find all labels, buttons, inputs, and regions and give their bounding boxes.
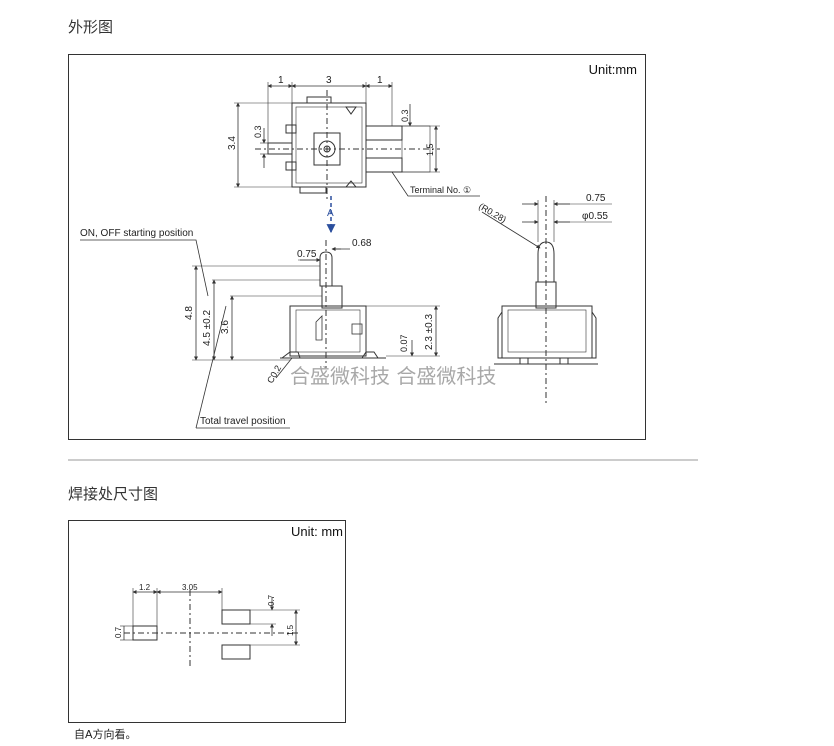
- dim-0-3-right: 0.3: [400, 109, 410, 122]
- dim-3-05: 3.05: [182, 583, 198, 592]
- solder-pad-drawing: [120, 588, 300, 668]
- dim-c0-2: C0.2: [265, 364, 283, 385]
- outline-heading: 外形图: [68, 18, 114, 36]
- view-a-arrow: A: [326, 196, 336, 234]
- dim-0-3-left: 0.3: [253, 125, 263, 138]
- outline-drawing-panel: Unit:mm: [68, 54, 646, 440]
- dim-4-5: 4.5 ±0.2: [202, 309, 213, 346]
- dim-1-5: 1.5: [425, 143, 435, 156]
- front-view-dimensions: 0.75 0.68 4.8 4.5 ±0.2 3.6 0.07 2.3 ±0.3…: [80, 228, 435, 427]
- dim-r0-28: (R0.28): [477, 201, 508, 225]
- dim-1-5-pad: 1.5: [286, 624, 295, 636]
- solder-heading: 焊接处尺寸图: [68, 485, 159, 503]
- label-on-off-start: ON, OFF starting position: [80, 228, 193, 239]
- dim-top-1-right: 1: [377, 75, 383, 86]
- dim-3-6: 3.6: [220, 320, 231, 334]
- front-view: [80, 239, 440, 429]
- dim-3-4: 3.4: [227, 136, 238, 150]
- dim-0-68: 0.68: [352, 238, 372, 249]
- dim-4-8: 4.8: [184, 306, 195, 320]
- top-view: [234, 82, 480, 200]
- footnote: 自A方向看。: [74, 728, 137, 741]
- dim-0-07: 0.07: [399, 334, 409, 352]
- label-terminal-no: Terminal No. ①: [410, 185, 471, 195]
- unit-label: Unit:mm: [588, 62, 637, 77]
- dim-1-2: 1.2: [139, 583, 151, 592]
- top-view-dimensions: 1 3 1 3.4 0.3 0.3 1.5 Terminal No. ①: [227, 75, 471, 195]
- watermark: 合盛微科技 合盛微科技: [290, 364, 496, 388]
- dim-phi-0-55: φ0.55: [582, 211, 608, 222]
- solder-pad-dimensions: 1.2 3.05 0.7 0.7 1.5: [114, 583, 295, 638]
- label-total-travel: Total travel position: [200, 416, 286, 427]
- dim-0-75-side: 0.75: [297, 249, 317, 260]
- dim-2-3: 2.3 ±0.3: [424, 313, 435, 350]
- dim-0-75-end: 0.75: [586, 193, 606, 204]
- solder-drawing-panel: Unit: mm: [68, 520, 346, 723]
- side-view: [481, 196, 612, 406]
- dim-top-1-left: 1: [278, 75, 284, 86]
- dim-0-7-left: 0.7: [114, 626, 123, 638]
- section-divider: [68, 459, 698, 461]
- side-view-dimensions: 0.75 φ0.55 (R0.28): [477, 193, 608, 225]
- dim-0-7-right: 0.7: [267, 594, 276, 606]
- unit-label: Unit: mm: [291, 524, 343, 539]
- label-view-a: A: [327, 208, 334, 219]
- dim-top-3: 3: [326, 75, 332, 86]
